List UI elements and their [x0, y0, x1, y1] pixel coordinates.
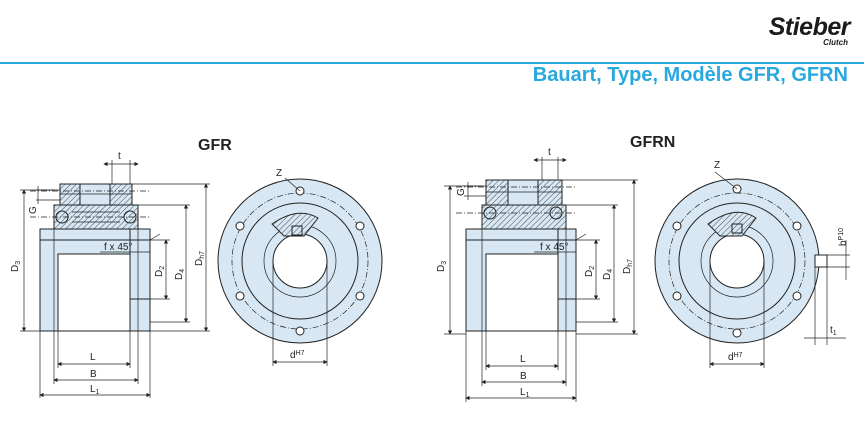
gfrn-label-d: d — [728, 352, 734, 363]
gfr-label-g: G — [28, 206, 39, 214]
svg-text:Dh7: Dh7 — [194, 251, 206, 266]
gfrn-dimensions: t G D3 f x 45° D2 D4 — [436, 147, 638, 402]
gfrn-header: GFRN — [630, 134, 675, 151]
gfr-label-dh7: D — [194, 259, 205, 266]
svg-text:dH7: dH7 — [290, 350, 305, 361]
gfr-label-l: L — [90, 352, 96, 363]
gfr-label-d3: D — [10, 265, 21, 272]
gfr-drawing: GFR t G — [10, 137, 383, 398]
gfr-cover — [129, 228, 151, 300]
gfrn-label-d2-sub: 2 — [589, 266, 596, 270]
gfrn-label-t1-sub: 1 — [833, 330, 837, 337]
gfr-locking-pin — [271, 212, 319, 237]
svg-text:L1: L1 — [520, 387, 530, 399]
gfr-front-view: Z dH7 — [217, 168, 383, 366]
svg-text:D2: D2 — [154, 266, 166, 277]
gfrn-label-d3-sub: 3 — [441, 261, 448, 265]
gfrn-label-g: G — [456, 188, 467, 196]
gfrn-label-d4: D — [602, 273, 613, 280]
gfrn-label-l: L — [520, 354, 526, 365]
gfrn-label-dh7: D — [622, 267, 633, 274]
gfr-dimensions: t G D3 f x 45° D2 D4 — [10, 151, 210, 398]
gfrn-label-d4-sub: 4 — [607, 269, 614, 273]
gfr-label-l1: L — [90, 384, 96, 395]
gfrn-label-b-sup: P10 — [838, 228, 845, 241]
header-rule — [0, 62, 864, 64]
gfr-label-d2-sub: 2 — [159, 266, 166, 270]
svg-text:D2: D2 — [584, 266, 596, 277]
gfrn-bore — [709, 233, 765, 289]
gfr-label-z: Z — [276, 168, 282, 179]
svg-text:t1: t1 — [830, 325, 837, 337]
gfr-bore — [272, 233, 328, 289]
gfrn-label-d3: D — [436, 265, 447, 272]
gfrn-label-b: b — [838, 240, 849, 246]
gfr-label-dh7-sub: h7 — [199, 251, 206, 259]
page-title: Bauart, Type, Modèle GFR, GFRN — [532, 64, 848, 86]
svg-text:D4: D4 — [602, 269, 614, 280]
gfrn-label-d2: D — [584, 270, 595, 277]
gfr-label-d4-sub: 4 — [179, 269, 186, 273]
gfr-label-t: t — [118, 151, 121, 162]
gfr-label-d3-sub: 3 — [15, 261, 22, 265]
svg-text:bP10: bP10 — [838, 228, 849, 246]
gfr-side-view — [30, 183, 151, 332]
svg-text:dH7: dH7 — [728, 352, 743, 363]
gfr-label-d2: D — [154, 270, 165, 277]
svg-text:D3: D3 — [436, 261, 448, 272]
stieber-logo: Stieber Clutch — [768, 13, 851, 47]
gfrn-inner-ring — [485, 253, 559, 332]
svg-text:L1: L1 — [90, 384, 100, 396]
gfrn-label-l1: L — [520, 387, 526, 398]
gfrn-label-chamfer: f x 45° — [540, 242, 568, 253]
svg-text:D3: D3 — [10, 261, 22, 272]
gfr-label-chamfer: f x 45° — [104, 242, 132, 253]
svg-text:D4: D4 — [174, 269, 186, 280]
gfrn-drawing: GFRN t G — [436, 134, 850, 402]
gfrn-label-b: B — [520, 371, 527, 382]
svg-text:Dh7: Dh7 — [622, 259, 634, 274]
gfrn-keyway — [814, 254, 828, 268]
gfr-inner-ring — [57, 253, 131, 332]
gfrn-front-view: Z dH7 bP10 t1 — [654, 160, 850, 368]
logo-subtitle: Clutch — [823, 38, 848, 47]
gfrn-label-z: Z — [714, 160, 720, 171]
gfrn-label-t: t — [548, 147, 551, 158]
gfrn-label-dh7-sub: h7 — [627, 259, 634, 267]
gfr-label-b: B — [90, 369, 97, 380]
gfrn-side-view — [456, 179, 577, 332]
gfr-label-d-sup: H7 — [296, 350, 305, 357]
gfr-label-l1-sub: 1 — [96, 389, 100, 396]
gfr-label-d4: D — [174, 273, 185, 280]
gfrn-label-t1: t — [830, 325, 833, 336]
logo-name: Stieber — [768, 13, 851, 41]
gfrn-label-l1-sub: 1 — [526, 392, 530, 399]
gfrn-label-d-sup: H7 — [734, 352, 743, 359]
gfr-label-d: d — [290, 350, 296, 361]
gfr-header: GFR — [198, 137, 232, 154]
